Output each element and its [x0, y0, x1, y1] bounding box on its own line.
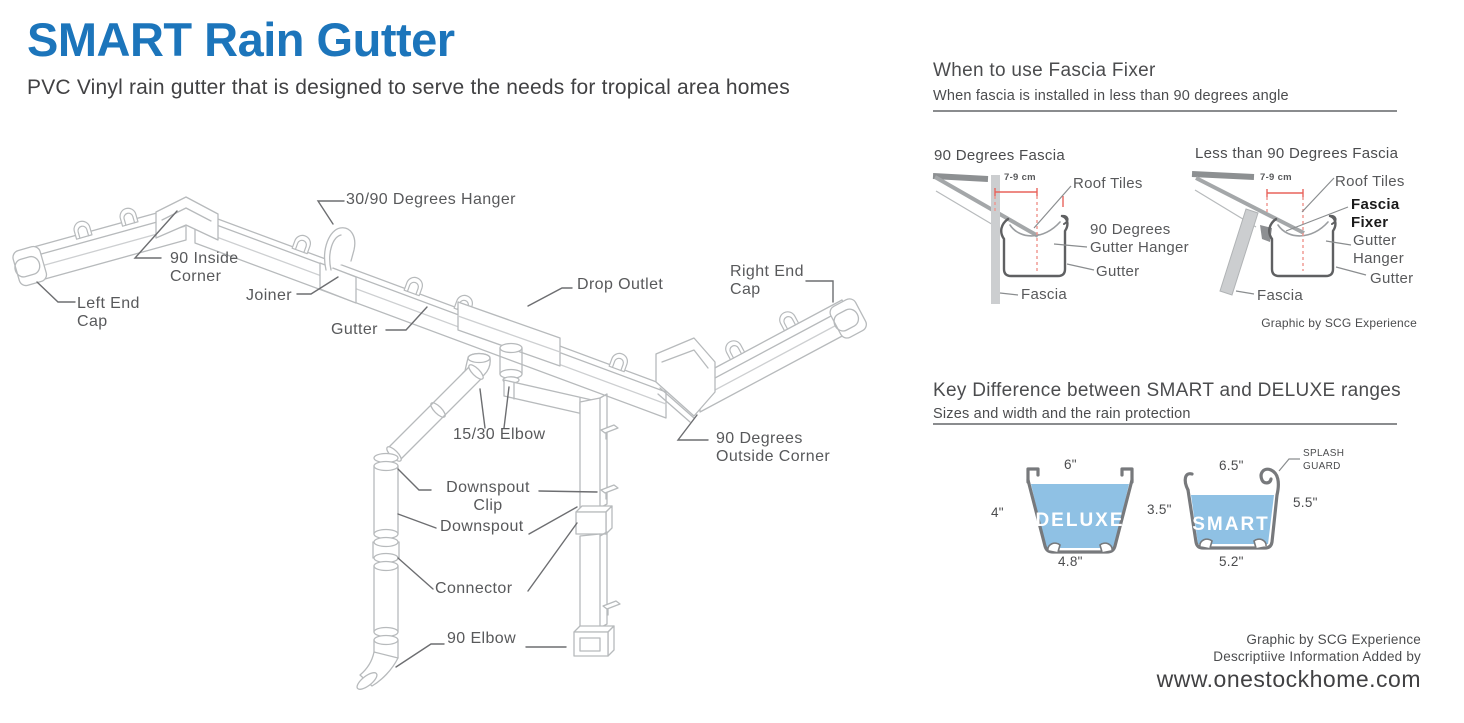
- label-right-end-cap: Right End Cap: [730, 263, 804, 299]
- label-joiner: Joiner: [246, 287, 292, 304]
- fascia-panel-title: When to use Fascia Fixer: [933, 60, 1156, 81]
- label-downspout: Downspout: [440, 518, 524, 535]
- smart-left-height: 3.5": [1147, 502, 1172, 517]
- deluxe-top-width: 6": [1064, 457, 1077, 472]
- smart-top-width: 6.5": [1219, 458, 1244, 473]
- label-elbow-90: 90 Elbow: [447, 630, 517, 647]
- header: SMART Rain Gutter PVC Vinyl rain gutter …: [27, 12, 790, 100]
- label-gutter-hanger-left: 90 Degrees Gutter Hanger: [1090, 221, 1189, 256]
- right-downspout-art: [573, 393, 621, 657]
- callout-lines: [1235, 177, 1367, 295]
- label-inside-corner: 90 Inside Corner: [170, 250, 239, 286]
- label-gutter-left: Gutter: [1096, 263, 1140, 280]
- dimension-marks: [1266, 189, 1304, 271]
- label-gutter-right: Gutter: [1370, 270, 1414, 287]
- joiner-art: [319, 262, 357, 304]
- ranges-panel-subtitle: Sizes and width and the rain protection: [933, 406, 1191, 422]
- smart-right-height: 5.5": [1293, 495, 1318, 510]
- label-connector: Connector: [435, 580, 513, 597]
- ranges-panel-header: Key Difference between SMART and DELUXE …: [933, 380, 1401, 422]
- fascia-right-heading: Less than 90 Degrees Fascia: [1195, 145, 1399, 162]
- fascia-credit: Graphic by SCG Experience: [1261, 316, 1417, 330]
- footer-credit-1: Graphic by SCG Experience: [1246, 632, 1421, 647]
- label-gutter: Gutter: [331, 321, 378, 338]
- gutter-section-art: [1268, 214, 1337, 278]
- deluxe-section: DELUXE: [1026, 467, 1134, 554]
- fascia-panel-rule: [933, 110, 1397, 112]
- label-roof-tiles-left: Roof Tiles: [1073, 175, 1143, 192]
- label-elbow-1530: 15/30 Elbow: [453, 426, 546, 443]
- fascia-panel-header: When to use Fascia Fixer When fascia is …: [933, 60, 1289, 104]
- inside-corner-art: [155, 196, 219, 241]
- dimension-marks: [994, 188, 1064, 271]
- footer-credits: Graphic by SCG Experience Descriptiive I…: [1157, 631, 1421, 693]
- footer-credit-2: Descriptiive Information Added by: [1213, 649, 1421, 664]
- gutter-section-art: [1000, 214, 1069, 278]
- label-hanger-3090: 30/90 Degrees Hanger: [346, 191, 516, 208]
- label-fascia-right: Fascia: [1257, 287, 1303, 304]
- smart-section: SMART: [1183, 458, 1300, 550]
- fascia-panel-subtitle: When fascia is installed in less than 90…: [933, 88, 1289, 104]
- footer-website: www.onestockhome.com: [1156, 666, 1421, 692]
- callout-lines: [999, 185, 1095, 296]
- right-end-cap-art: [829, 298, 867, 339]
- fascia-90-diagram: [932, 173, 1095, 304]
- deluxe-left-height: 4": [991, 505, 1004, 520]
- left-downspout-art: [356, 452, 400, 690]
- page-subtitle: PVC Vinyl rain gutter that is designed t…: [27, 76, 790, 99]
- smart-splash-guard-label: SPLASH GUARD: [1303, 448, 1345, 472]
- dim-7-9cm-right: 7-9 cm: [1260, 172, 1292, 183]
- label-outside-corner: 90 Degrees Outside Corner: [716, 430, 831, 466]
- label-left-end-cap: Left End Cap: [77, 295, 140, 331]
- page-title: SMART Rain Gutter: [27, 13, 455, 66]
- label-fascia-fixer: Fascia Fixer: [1351, 196, 1400, 231]
- deluxe-bottom-width: 4.8": [1058, 554, 1083, 569]
- exploded-diagram-art: [12, 196, 867, 690]
- label-fascia-left: Fascia: [1021, 286, 1067, 303]
- left-end-cap-art: [12, 245, 48, 287]
- deluxe-water: [1031, 484, 1129, 548]
- callout-lines: [36, 200, 834, 668]
- label-roof-tiles-right: Roof Tiles: [1335, 173, 1405, 190]
- smart-bottom-width: 5.2": [1219, 554, 1244, 569]
- smart-name: SMART: [1192, 514, 1270, 535]
- dim-7-9cm-left: 7-9 cm: [1004, 172, 1036, 183]
- outside-corner-art: [655, 337, 716, 423]
- label-downspout-clip: Downspout Clip: [446, 479, 530, 515]
- deluxe-name: DELUXE: [1035, 510, 1124, 531]
- label-drop-outlet: Drop Outlet: [577, 276, 664, 293]
- ranges-panel-rule: [933, 423, 1397, 425]
- label-gutter-hanger-right: Gutter Hanger: [1353, 232, 1404, 267]
- fascia-less90-diagram: [1191, 171, 1367, 296]
- smart-water: [1191, 495, 1274, 544]
- fascia-left-heading: 90 Degrees Fascia: [934, 147, 1065, 164]
- ranges-panel-title: Key Difference between SMART and DELUXE …: [933, 380, 1401, 401]
- splash-guard-art: [1259, 467, 1280, 497]
- hanger-art: [324, 227, 356, 271]
